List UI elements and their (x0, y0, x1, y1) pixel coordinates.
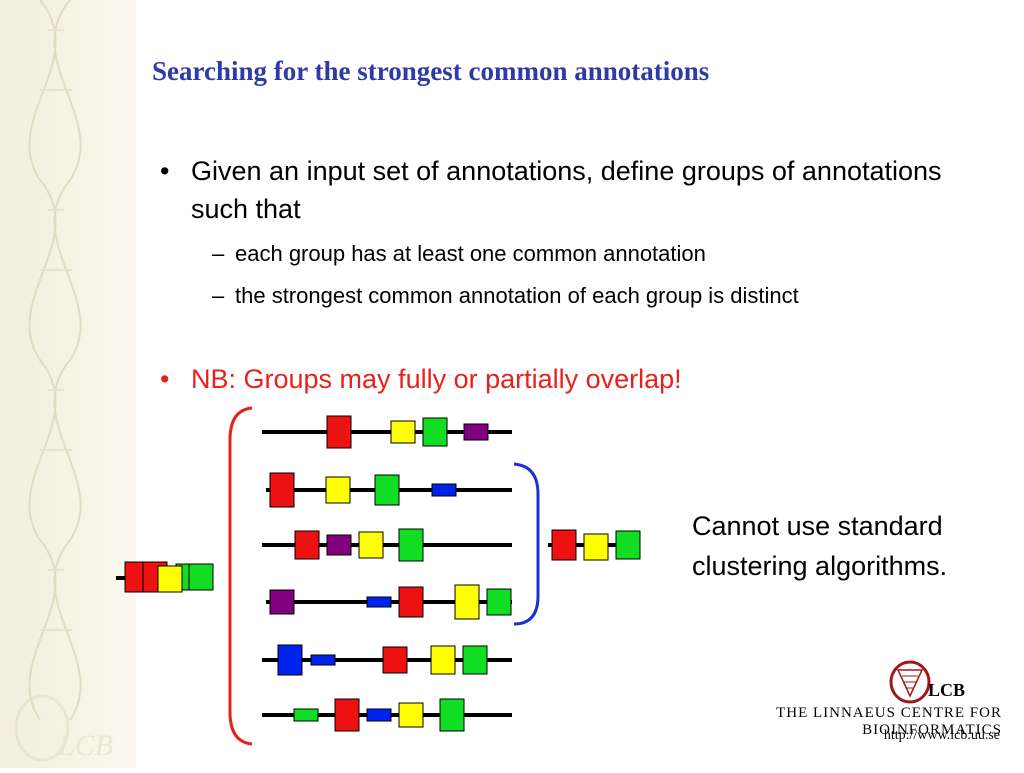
annotation-box-green (462, 645, 488, 675)
annotation-box-green (293, 708, 319, 722)
sequence-row (262, 698, 512, 732)
slide-title: Searching for the strongest common annot… (152, 56, 710, 86)
bullet-text: Given an input set of annotations, defin… (191, 156, 942, 224)
sidebar-decoration: LCB (0, 0, 136, 768)
sub-item-marker: – (212, 241, 225, 266)
annotation-box-yellow (454, 584, 480, 620)
annotation-box-red (269, 472, 295, 508)
lcb-logo-icon: LCB (889, 660, 965, 704)
annotation-box-yellow (430, 645, 456, 675)
sequence-row (262, 644, 512, 676)
annotation-box-yellow (390, 420, 416, 444)
bullet-marker: • (160, 364, 170, 394)
organization-name: THE LINNAEUS CENTRE FOR BIOINFORMATICS (776, 705, 1002, 738)
annotation-box-red (334, 698, 360, 732)
annotation-box-purple (326, 534, 352, 556)
annotation-box-green (374, 474, 400, 506)
annotation-box-red (398, 586, 424, 618)
annotation-box-purple (269, 589, 295, 615)
bullet-text: NB: Groups may fully or partially overla… (191, 364, 682, 394)
annotation-box-red (382, 646, 408, 674)
annotation-box-red (551, 529, 577, 561)
lcb-watermark-logo: LCB (14, 694, 113, 762)
sequence-row (262, 415, 512, 449)
annotation-box-blue (366, 708, 392, 722)
annotation-box-blue (310, 654, 336, 666)
lcb-logo-text: LCB (928, 680, 965, 700)
annotation-box-green (486, 588, 512, 616)
annotation-box-blue (277, 644, 303, 676)
group-bracket-red (228, 406, 253, 746)
annotation-box-yellow (358, 531, 384, 559)
merged-annotation-stack (116, 561, 214, 593)
annotation-box-green (398, 528, 424, 562)
annotation-box-red (326, 415, 352, 449)
annotation-box-yellow (325, 476, 351, 504)
sequence-row (266, 584, 512, 620)
annotation-box-blue (431, 483, 457, 497)
sequence-row (266, 472, 512, 508)
annotation-box-yellow (398, 702, 424, 728)
bullet-marker: • (160, 156, 170, 186)
annotation-box-green (422, 417, 448, 447)
sequence-row (262, 528, 512, 562)
svg-text:LCB: LCB (57, 729, 113, 762)
annotation-box-purple (463, 423, 489, 441)
sub-item-marker: – (212, 283, 225, 308)
organization-url[interactable]: http://www.lcb.uu.se (883, 728, 1000, 743)
annotation-box-yellow (583, 533, 609, 561)
annotation-box-green (439, 698, 465, 732)
sub-item-text: the strongest common annotation of each … (235, 283, 799, 308)
annotation-box-red (294, 530, 320, 560)
dna-watermark-icon: LCB (14, 0, 113, 762)
annotation-box-green (615, 530, 641, 560)
clustering-note: Cannot use standard clustering algorithm… (692, 511, 948, 581)
group-bracket-blue (513, 462, 540, 626)
common-annotation-row (548, 529, 641, 561)
annotation-box-blue (366, 596, 392, 608)
sub-item-text: each group has at least one common annot… (235, 241, 706, 266)
